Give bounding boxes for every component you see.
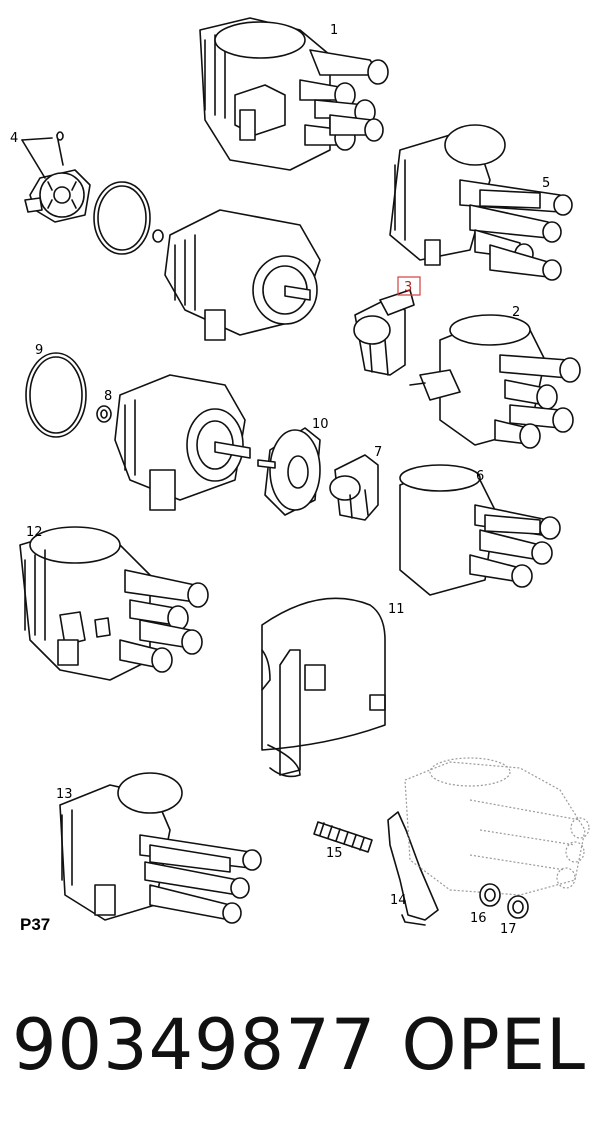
callout-3: 3 — [404, 280, 412, 295]
callout-2: 2 — [512, 305, 520, 320]
footer: 90349877 OPEL — [0, 995, 600, 1095]
callout-5: 5 — [542, 176, 550, 191]
part-9-o-ring — [25, 352, 87, 438]
distributor-body-lower — [114, 374, 251, 511]
o-ring-small — [93, 181, 151, 255]
callout-12: 12 — [26, 525, 43, 540]
callout-4: 4 — [10, 131, 18, 146]
part-11-boot-cover — [261, 597, 386, 778]
part-13-distributor-cap — [59, 772, 262, 924]
callout-6: 6 — [476, 469, 484, 484]
part-number: 90349877 — [12, 1004, 377, 1086]
distributor-body-middle — [164, 209, 321, 341]
part-15-threaded-stud — [313, 821, 373, 853]
callout-8: 8 — [104, 389, 112, 404]
callout-16: 16 — [470, 911, 487, 926]
part-4-rotor — [24, 131, 91, 223]
page-code-label: P37 — [20, 915, 50, 934]
callout-14: 14 — [390, 893, 407, 908]
callout-9: 9 — [35, 343, 43, 358]
callout-7: 7 — [374, 445, 382, 460]
callout-13: 13 — [56, 787, 73, 802]
leader-4 — [21, 139, 46, 179]
callout-15: 15 — [326, 846, 343, 861]
part-6-distributor-cap — [399, 464, 561, 596]
part-1-distributor-assembly — [199, 17, 389, 171]
part-16-nut — [479, 883, 501, 907]
callout-11: 11 — [388, 602, 405, 617]
part-8-washer — [96, 405, 112, 423]
part-5-distributor-cap — [389, 124, 573, 281]
callout-17: 17 — [500, 922, 517, 937]
part-10-disc — [257, 427, 321, 516]
part-12-distributor-assembly — [19, 526, 209, 681]
ghost-distributor-outline — [404, 757, 590, 896]
brand-name: OPEL — [401, 1004, 586, 1086]
part-14-bracket — [387, 811, 439, 926]
leader-4b — [21, 137, 53, 141]
small-washer — [152, 229, 164, 243]
part-17-washer — [507, 895, 529, 919]
callout-10: 10 — [312, 417, 329, 432]
part-7-rotor — [329, 454, 379, 521]
part-3-rotor — [353, 289, 415, 376]
part-2-distributor-cap — [409, 314, 581, 449]
callout-1: 1 — [330, 23, 338, 38]
exploded-parts-diagram: 1 4 5 — [10, 17, 590, 937]
highlight-box-3 — [397, 276, 421, 296]
